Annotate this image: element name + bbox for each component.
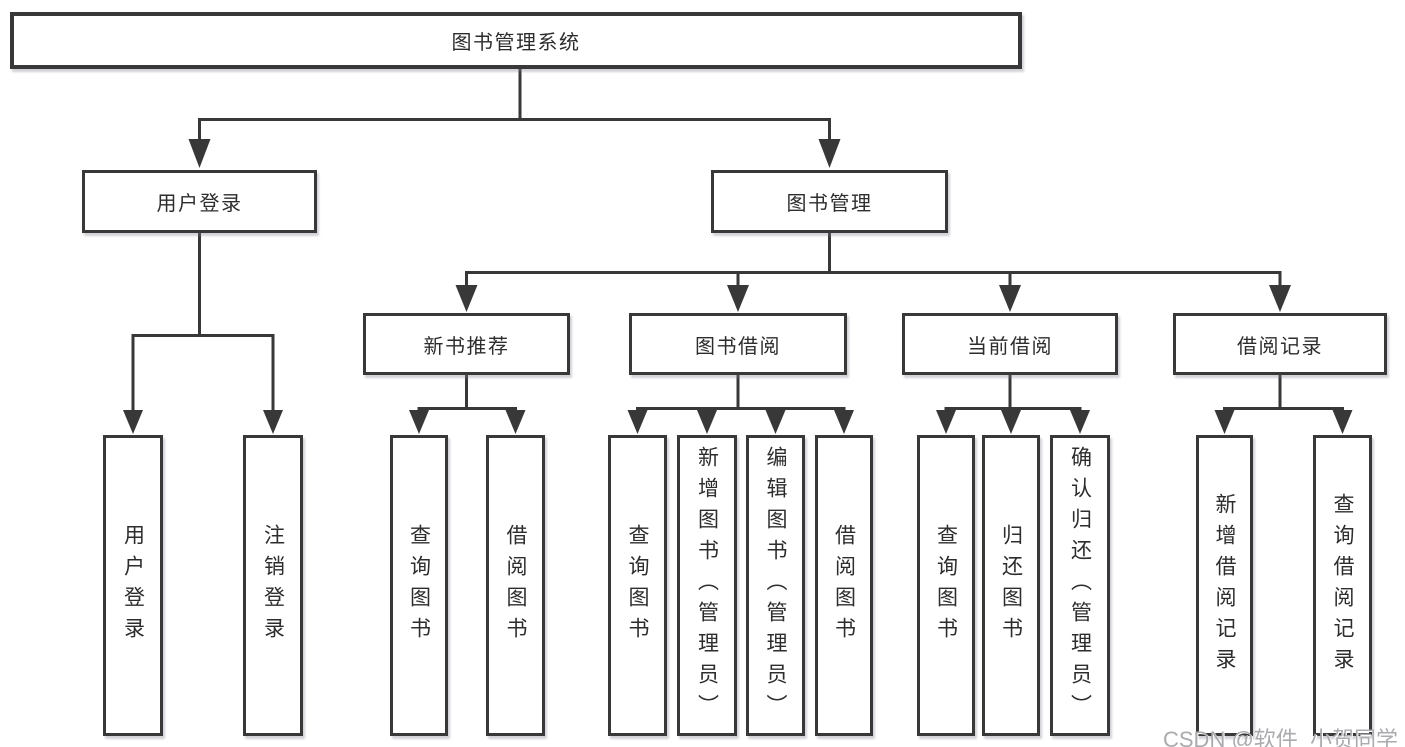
connector-bookmgmt-to-level3	[465, 233, 1282, 288]
connector-current-to-leaves	[944, 375, 1082, 412]
arrowhead	[765, 410, 786, 434]
leaf-logout: 注销登录	[243, 435, 303, 736]
arrowhead	[1070, 410, 1090, 434]
arrowhead	[936, 410, 956, 434]
connector-lines	[131, 69, 1344, 412]
arrowhead	[409, 410, 429, 434]
leaf-edit-book-admin: 编辑图书（管理员）	[746, 435, 805, 736]
arrowhead	[697, 410, 717, 434]
node-new-book-recommend: 新书推荐	[363, 313, 570, 375]
arrowhead	[123, 410, 143, 434]
leaf-add-borrow-record: 新增借阅记录	[1196, 435, 1253, 736]
arrowhead	[999, 285, 1021, 312]
arrowhead	[263, 410, 283, 434]
arrowhead	[188, 139, 211, 168]
node-user-login: 用户登录	[82, 170, 317, 233]
arrowhead	[455, 285, 478, 312]
arrowhead	[1001, 410, 1021, 434]
leaf-user-login: 用户登录	[103, 435, 163, 736]
node-root: 图书管理系统	[10, 12, 1022, 69]
connector-recommend-to-leaves	[417, 375, 517, 412]
node-book-management: 图书管理	[711, 170, 948, 233]
leaf-query-borrow-record: 查询借阅记录	[1313, 435, 1372, 736]
arrowhead	[727, 285, 749, 312]
connector-borrow-to-leaves	[636, 375, 846, 412]
leaf-confirm-return-admin: 确认归还（管理员）	[1050, 435, 1110, 736]
leaf-add-borrow-record-label: 新增借阅记录	[1213, 492, 1236, 679]
leaf-confirm-return-admin-label: 确认归还（管理员）	[1068, 446, 1092, 725]
leaf-query-borrow-record-label: 查询借阅记录	[1331, 492, 1354, 679]
arrowhead	[627, 410, 648, 434]
leaf-borrow-books-2-label: 借阅图书	[832, 523, 856, 648]
node-current-borrow: 当前借阅	[902, 313, 1118, 375]
watermark: CSDN @软件_小贺同学	[1163, 727, 1399, 747]
leaf-query-books-2: 查询图书	[608, 435, 667, 736]
connector-userlogin-to-leaves	[131, 233, 275, 412]
leaf-borrow-books-1: 借阅图书	[486, 435, 545, 736]
arrowhead	[1332, 410, 1353, 434]
leaf-add-book-admin-label: 新增图书（管理员）	[695, 446, 719, 725]
node-borrow-records: 借阅记录	[1173, 313, 1387, 375]
leaf-return-books-label: 归还图书	[999, 523, 1023, 648]
connector-records-to-leaves	[1223, 375, 1344, 412]
leaf-query-books-3-label: 查询图书	[934, 523, 958, 648]
node-book-borrow: 图书借阅	[629, 313, 847, 375]
arrowhead	[834, 410, 854, 434]
arrowhead	[818, 139, 841, 168]
arrowhead	[1214, 410, 1235, 434]
leaf-user-login-label: 用户登录	[121, 523, 145, 648]
arrowheads	[123, 139, 1353, 434]
arrowhead	[1269, 285, 1291, 312]
leaf-query-books-3: 查询图书	[917, 435, 975, 736]
arrowhead	[505, 410, 526, 434]
leaf-edit-book-admin-label: 编辑图书（管理员）	[764, 446, 787, 725]
leaf-query-books-2-label: 查询图书	[626, 523, 649, 648]
leaf-logout-label: 注销登录	[261, 523, 285, 648]
leaf-query-books-1-label: 查询图书	[407, 523, 431, 648]
connector-root-to-level2	[198, 69, 831, 142]
leaf-borrow-books-2: 借阅图书	[815, 435, 873, 736]
leaf-borrow-books-1-label: 借阅图书	[504, 523, 527, 648]
leaf-query-books-1: 查询图书	[390, 435, 448, 736]
leaf-return-books: 归还图书	[982, 435, 1040, 736]
leaf-add-book-admin: 新增图书（管理员）	[677, 435, 737, 736]
